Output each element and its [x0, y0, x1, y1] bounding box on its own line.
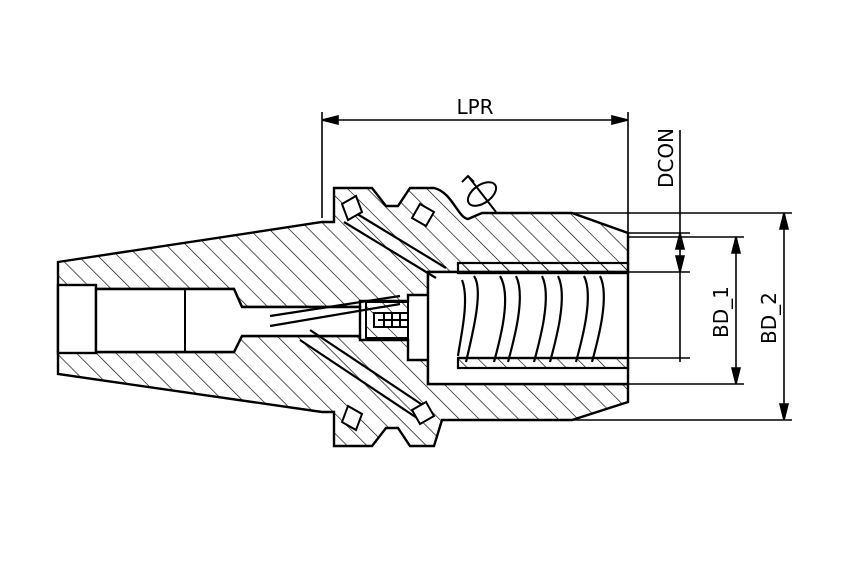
label-dcon: DCON — [654, 128, 678, 188]
pull-stud-bore — [56, 283, 98, 355]
coolant-channels — [269, 211, 447, 421]
coolant-bore — [94, 287, 362, 354]
flange-details — [340, 194, 436, 432]
stop-screw — [365, 301, 409, 339]
rotation-symbol-icon — [461, 174, 498, 213]
label-bd2: BD_2 — [757, 292, 781, 344]
holder-body — [56, 186, 630, 448]
bore-details — [95, 289, 186, 352]
label-bd1: BD_1 — [709, 286, 733, 338]
label-lpr: LPR — [456, 95, 493, 119]
collet-sleeve — [456, 261, 630, 370]
dimension-lines — [321, 112, 792, 421]
